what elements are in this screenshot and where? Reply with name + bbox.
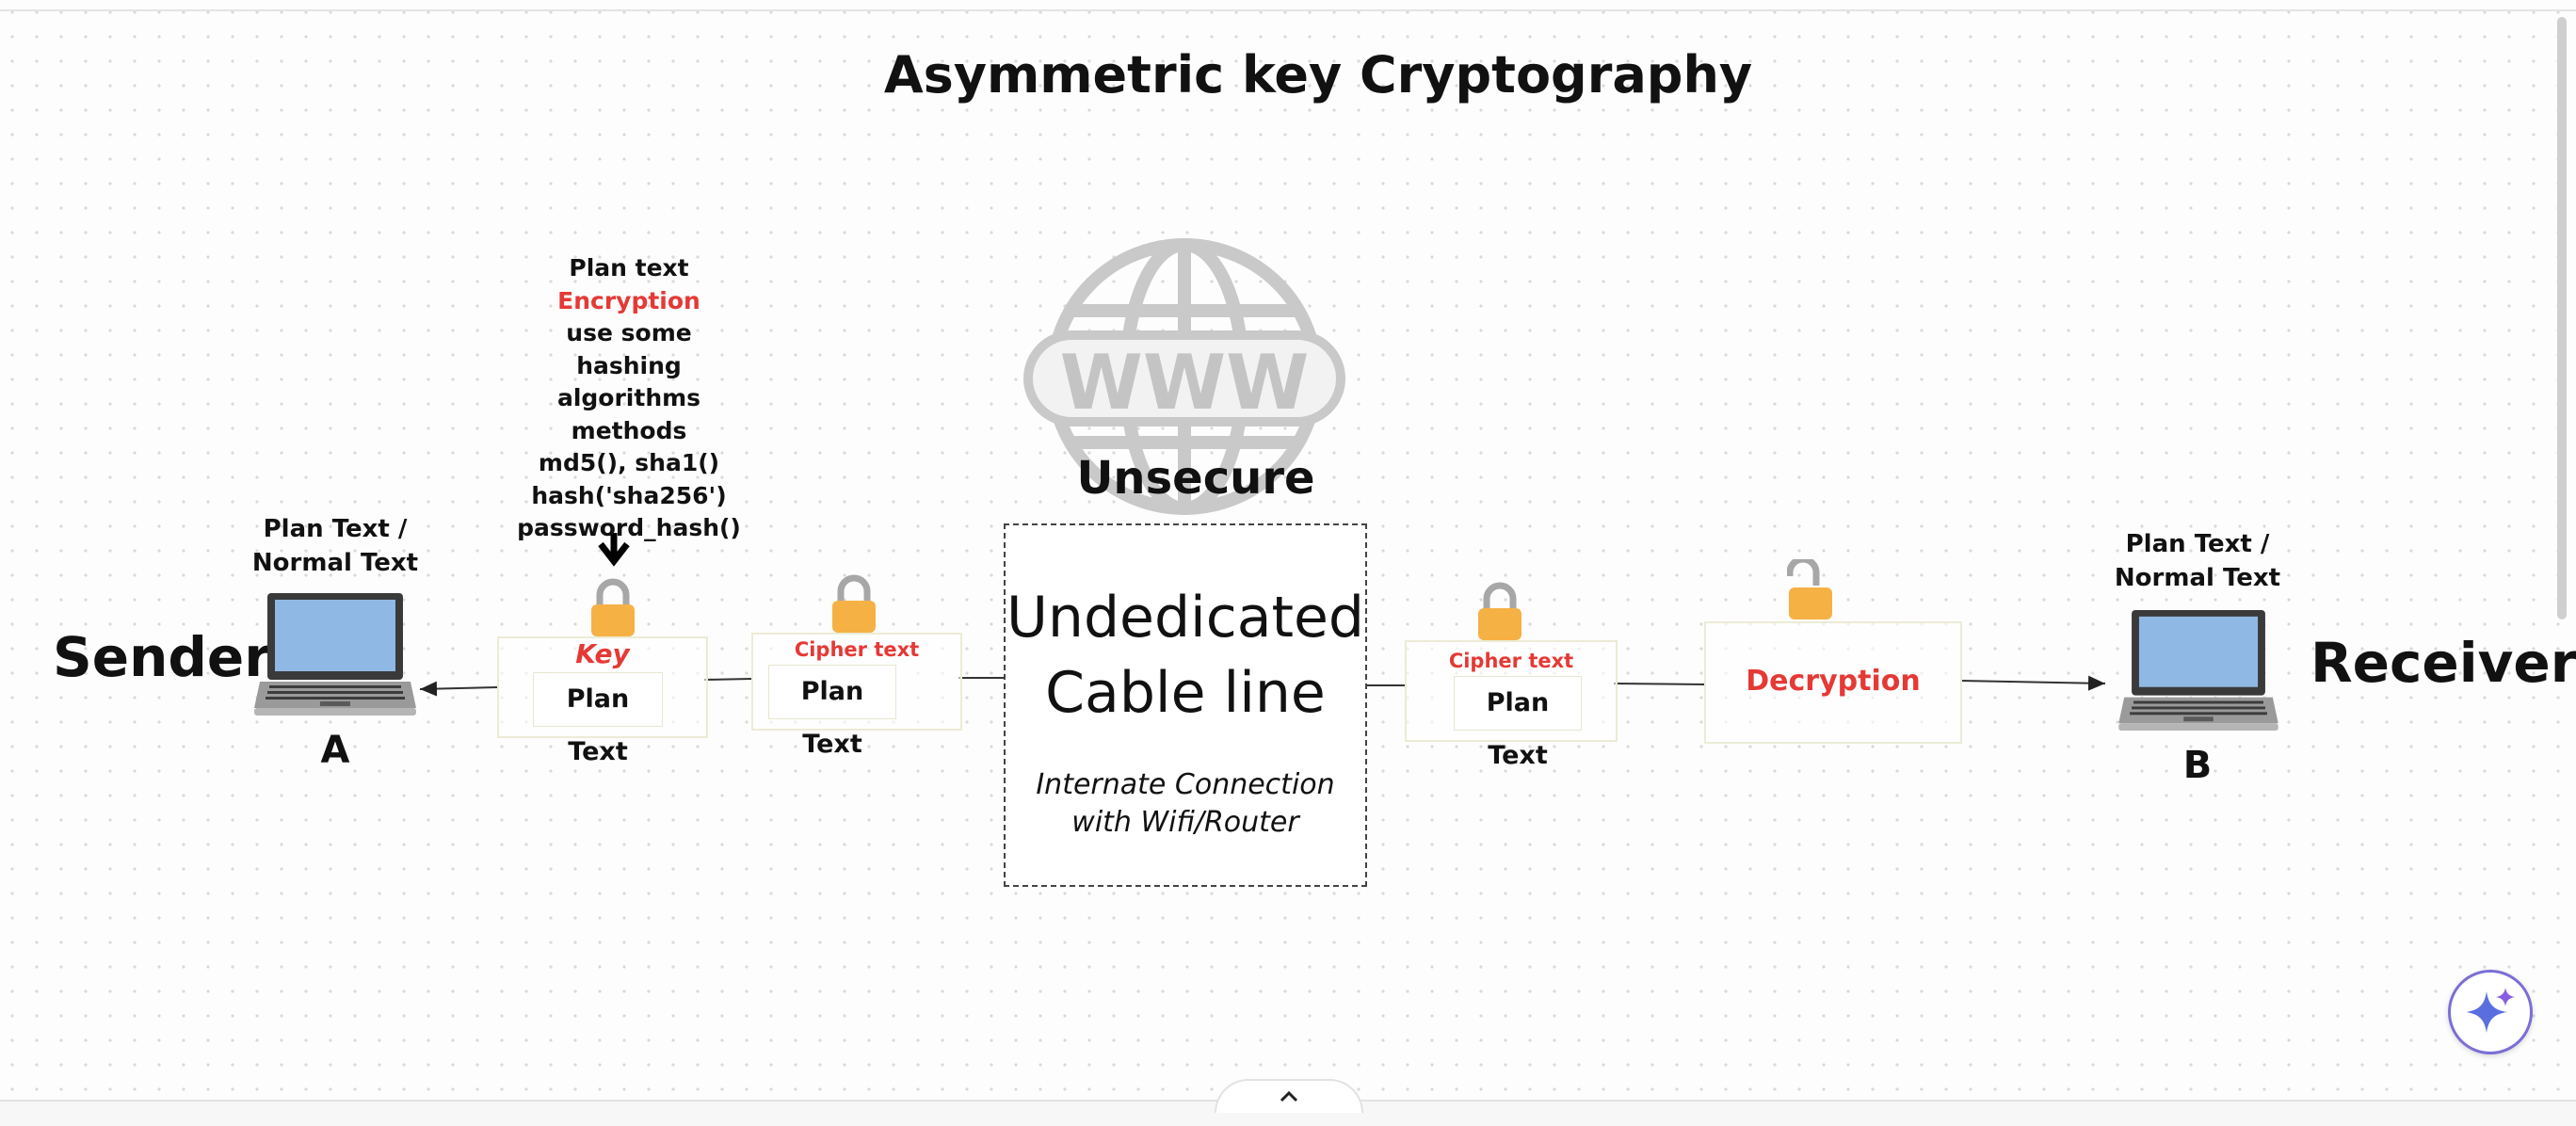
assistant-button[interactable] — [2448, 970, 2533, 1054]
encryption-note: Plan text Encryption use some hashing al… — [508, 252, 749, 545]
cable-title-line2: Cable line — [1045, 660, 1326, 726]
receiver-caption: Plan Text / Normal Text — [2114, 530, 2281, 592]
globe-www-text: WWW — [1060, 339, 1310, 426]
cable-title: Undedicated Cable line — [1006, 580, 1365, 731]
chevron-up-icon — [1280, 1090, 1298, 1102]
top-divider — [0, 9, 2576, 11]
cipher-label-right: Cipher text — [1448, 650, 1574, 672]
connector-key-cipher — [703, 678, 752, 681]
down-arrow-icon — [598, 533, 630, 567]
cable-title-line1: Undedicated — [1006, 585, 1364, 651]
unsecure-label: Unsecure — [1076, 452, 1315, 505]
cipher-label-left: Cipher text — [794, 638, 920, 661]
globe-icon: WWW — [1023, 238, 1345, 515]
note-line: methods — [571, 416, 687, 444]
receiver-letter: B — [2182, 744, 2213, 787]
lock-open-icon — [1787, 559, 1832, 619]
cipher-plan-text-right: Plan Text — [1454, 676, 1582, 770]
connection-subtitle: Internate Connection with Wifi/Router — [1036, 768, 1335, 839]
cable-line-box: Undedicated Cable line Internate Connect… — [1004, 523, 1367, 887]
sparkle-icon — [2466, 988, 2515, 1033]
sender-caption: Plan Text / Normal Text — [251, 515, 419, 577]
lock-closed-icon — [832, 574, 876, 633]
lock-closed-icon — [1478, 582, 1521, 640]
note-line: password_hash() — [517, 514, 741, 541]
key-box: Key Plan Text — [497, 636, 708, 766]
collapse-panel-tab[interactable] — [1215, 1079, 1363, 1113]
receiver-laptop-icon — [2118, 609, 2278, 732]
sender-label: Sender — [53, 625, 271, 689]
note-line: md5(), sha1() — [538, 449, 720, 476]
sender-laptop-icon — [254, 593, 416, 716]
key-label: Key — [575, 638, 630, 669]
cipher-box-left: Cipher text Plan Text — [751, 633, 962, 759]
receiver-label: Receiver — [2310, 631, 2576, 695]
key-plan-text: Plan Text — [533, 672, 663, 766]
note-line: hash('sha256') — [531, 481, 727, 509]
note-line-encryption: Encryption — [557, 286, 700, 314]
sender-letter: A — [320, 729, 350, 772]
decryption-label: Decryption — [1746, 665, 1921, 698]
arrow-to-sender — [419, 681, 498, 697]
cipher-plan-text-left: Plan Text — [768, 665, 896, 759]
cipher-box-right: Cipher text Plan Text — [1405, 640, 1618, 770]
note-line: hashing algorithms — [556, 351, 701, 412]
note-line: Plan text — [569, 254, 689, 282]
arrow-to-receiver — [1959, 675, 2106, 691]
note-line: use some — [566, 319, 692, 346]
vertical-scrollbar[interactable] — [2557, 17, 2567, 619]
decryption-box: Decryption — [1704, 621, 1962, 744]
diagram-title: Asymmetric key Cryptography — [883, 45, 1753, 105]
lock-closed-icon — [591, 578, 635, 636]
